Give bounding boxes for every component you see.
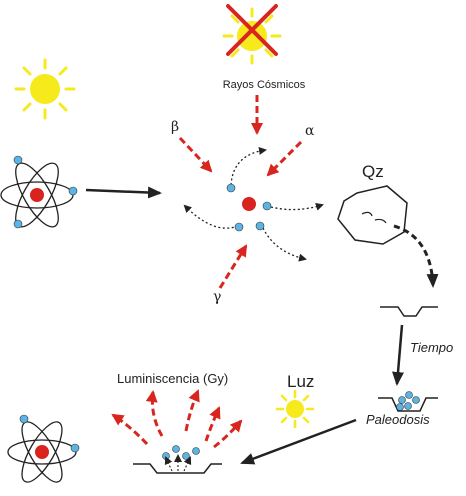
- time-label: Tiempo: [410, 340, 453, 355]
- arrow-sediment-to-luminescence: [240, 418, 357, 465]
- emission-trap: [133, 463, 222, 474]
- radiation-arrows: [178, 95, 303, 289]
- arrow-quartz-to-sediment: [393, 224, 439, 288]
- alpha-arrow: [266, 140, 303, 177]
- sediment-trap-2: [378, 397, 438, 412]
- sediment-trap-1: [380, 306, 438, 317]
- gamma-label: γ: [213, 289, 221, 305]
- luminescence-arrows: [111, 389, 243, 449]
- alpha-label: α: [305, 123, 315, 139]
- atom-icon-top: [0, 155, 78, 229]
- electron-paths: [183, 146, 324, 262]
- beta-arrow: [178, 136, 213, 173]
- emitted-electrons: [162, 445, 200, 460]
- crossed-sun-icon: [222, 4, 282, 65]
- gamma-arrow: [218, 244, 248, 289]
- cosmic-rays-label: Rayos Cósmicos: [223, 79, 306, 91]
- quartz-grain: [337, 185, 408, 245]
- sun-icon-top-left: [14, 58, 76, 120]
- arrow-atom-to-center: [85, 186, 162, 199]
- beta-label: β: [171, 119, 179, 135]
- paleosol-label: Paleodosis: [366, 412, 430, 427]
- central-nucleus: [242, 197, 256, 211]
- quartz-label: Qz: [362, 162, 384, 181]
- luminescence-label: Luminiscencia (Gy): [117, 371, 228, 386]
- light-label: Luz: [287, 372, 314, 391]
- atom-icon-bottom: [7, 414, 80, 483]
- cross-icon: [226, 4, 278, 56]
- sun-icon-bottom: [275, 389, 315, 429]
- arrow-time: [392, 324, 404, 386]
- escape-paths: [164, 454, 192, 472]
- atom-electrons: [13, 155, 78, 229]
- scattered-electrons: [226, 183, 272, 232]
- trapped-electrons: [396, 391, 420, 411]
